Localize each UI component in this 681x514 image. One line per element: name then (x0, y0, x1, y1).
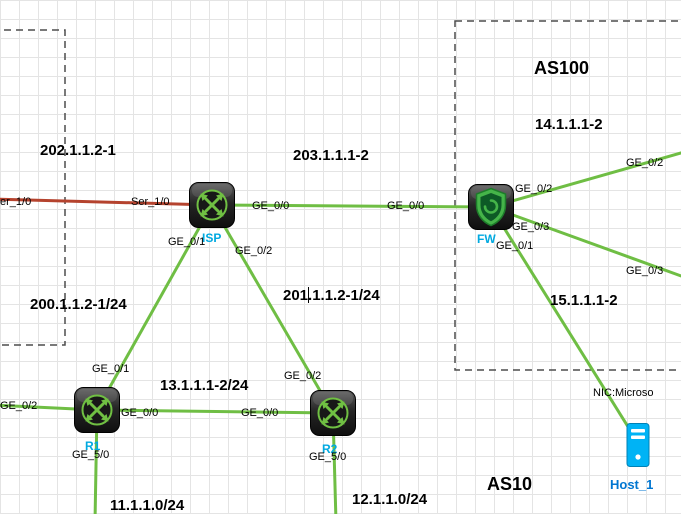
net-label-203[interactable]: 203.1.1.1-2 (293, 147, 369, 164)
net-label-15[interactable]: 15.1.1.1-2 (550, 292, 618, 309)
net-label-202[interactable]: 202.1.1.2-1 (40, 142, 116, 159)
port-label-fw-ge01: GE_0/1 (496, 240, 534, 252)
net-label-200[interactable]: 200.1.1.2-1/24 (30, 296, 127, 313)
net-label-12[interactable]: 12.1.1.0/24 (352, 491, 428, 508)
device-host1[interactable] (618, 422, 658, 468)
device-isp[interactable] (189, 182, 235, 228)
link-fw-host1[interactable] (489, 206, 642, 447)
port-label-r2-ge02: GE_0/2 (284, 370, 322, 382)
port-label-fw-ge03: GE_0/3 (512, 221, 550, 233)
port-label-right-ge03: GE_0/3 (626, 265, 664, 277)
port-label-fw-ge02: GE_0/2 (515, 183, 553, 195)
port-label-r2-ge00: GE_0/0 (241, 407, 279, 419)
port-label-isp-ge02: GE_0/2 (235, 245, 273, 257)
port-label-host1-nic: NIC:Microso (593, 387, 654, 399)
device-label-host1: Host_1 (610, 477, 654, 492)
net-label-13[interactable]: 13.1.1.1-2/24 (160, 377, 249, 394)
net-label-14[interactable]: 14.1.1.1-2 (535, 116, 603, 133)
link-fw-right-lower[interactable] (490, 205, 681, 281)
text-caret (308, 287, 309, 303)
port-label-isp-ge01: GE_0/1 (168, 236, 206, 248)
host-icon (618, 422, 658, 468)
router-icon (189, 182, 235, 228)
port-label-fw-ge00: GE_0/0 (387, 200, 425, 212)
net-label-201[interactable]: 201.1.1.2-1/24 (283, 287, 380, 304)
device-label-isp: ISP (202, 231, 222, 245)
link-r1-r2[interactable] (96, 408, 334, 415)
port-label-right-ge02: GE_0/2 (626, 157, 664, 169)
port-label-ser-left: er_1/0 (0, 196, 32, 208)
net-label-11[interactable]: 11.1.1.0/24 (110, 497, 185, 514)
device-label-r2: R2 (322, 442, 338, 456)
device-r1[interactable] (74, 387, 120, 433)
link-isp-r1[interactable] (95, 204, 214, 411)
router-icon (74, 387, 120, 433)
port-label-ser-isp: Ser_1/0 (131, 196, 170, 208)
router-icon (310, 390, 356, 436)
port-label-r1-ge50: GE_5/0 (72, 449, 110, 461)
port-label-r2-ge50: GE_5/0 (309, 451, 347, 463)
link-fw-right-upper[interactable] (490, 149, 681, 209)
as100-boundary[interactable] (454, 20, 681, 371)
port-label-r1-ge00: GE_0/0 (121, 407, 159, 419)
link-isp-fw[interactable] (211, 203, 492, 209)
link-isp-r2[interactable] (210, 204, 335, 414)
device-label-r1: R1 (85, 439, 101, 453)
device-fw[interactable] (468, 184, 514, 230)
port-label-left-ge02: GE_0/2 (0, 400, 38, 412)
port-label-isp-ge00: GE_0/0 (252, 200, 290, 212)
device-r2[interactable] (310, 390, 356, 436)
device-label-fw: FW (477, 232, 496, 246)
firewall-icon (468, 184, 514, 230)
as100-label[interactable]: AS100 (534, 58, 590, 78)
left-as-boundary[interactable] (0, 29, 66, 346)
as10-label[interactable]: AS10 (487, 474, 533, 494)
link-serial-left-isp[interactable] (0, 197, 213, 207)
port-label-r1-ge01: GE_0/1 (92, 363, 130, 375)
